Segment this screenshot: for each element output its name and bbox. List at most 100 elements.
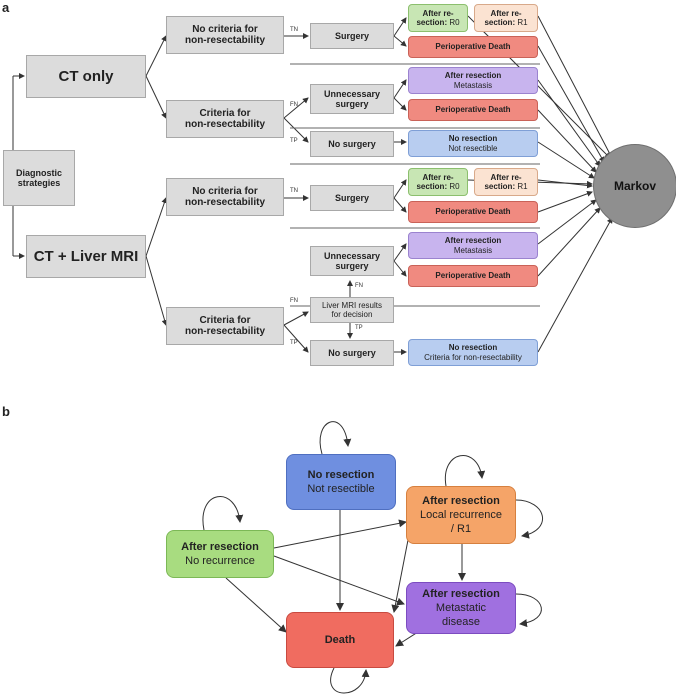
state-death-title: Death [324,633,356,646]
markov-node: Markov [593,144,676,228]
markov-label: Markov [613,179,657,193]
criteria-line1: Criteria for [199,107,251,119]
after-r0-line1: After re- [422,8,454,18]
tag-tn-2: TN [290,188,298,194]
state-no-recurrence: After resection No recurrence [166,530,274,578]
surgery-box-1: Surgery [310,23,394,49]
unnecessary-line2: surgery [335,99,369,109]
tag-fn-1: FN [290,102,298,108]
after-meta-box-2: After resection Metastasis [408,232,538,259]
criteria-line2: non-resectability [184,119,266,130]
tag-tp-2: TP [290,340,298,346]
no-criteria-line1: No criteria for [192,185,258,197]
tag-tn-1: TN [290,27,298,33]
ct-mri-label: CT + Liver MRI [33,247,139,265]
after-r1-line1: After re- [490,8,522,18]
no-res-1-line1: No resection [448,134,498,144]
no-surgery-label: No surgery [328,347,376,358]
after-r0-box-2: After re- section: R0 [408,168,468,196]
no-criteria-line1: No criteria for [192,23,258,35]
unnecessary-surgery-box-2: Unnecessary surgery [310,246,394,276]
panel-b-label: b [2,404,10,419]
no-criteria-box-2: No criteria for non-resectability [166,178,284,216]
state-meta-sub2: disease [442,616,480,629]
after-r1-bold: section: [484,182,516,191]
ct-only-label: CT only [58,67,114,85]
unnecessary-line1: Unnecessary [323,250,381,261]
surgery-label: Surgery [334,30,369,41]
no-res-2-line1: No resection [448,343,498,353]
after-r1-box-2: After re- section: R1 [474,168,538,196]
after-meta-box-1: After resection Metastasis [408,67,538,94]
no-surgery-label: No surgery [328,138,376,149]
no-surgery-box-1: No surgery [310,131,394,157]
tag-tp-1: TP [290,138,298,144]
no-resection-box-1: No resection Not resectible [408,130,538,157]
no-res-1-line2: Not resectible [448,143,498,153]
tag-fn-2: FN [290,298,298,304]
periop-death-box-3: Perioperative Death [408,201,538,223]
criteria-box-2: Criteria for non-resectability [166,307,284,345]
periop-label: Perioperative Death [435,207,511,217]
surgery-box-2: Surgery [310,185,394,211]
state-no-resection: No resection Not resectible [286,454,396,510]
no-resection-box-2: No resection Criteria for non-resectabil… [408,339,538,366]
no-res-2-line2: Criteria for non-resectability [424,352,522,362]
state-local-title: After resection [422,494,500,507]
no-surgery-box-2: No surgery [310,340,394,366]
ct-mri-box: CT + Liver MRI [26,235,146,278]
after-r0-line1: After re- [422,172,454,182]
state-local-sub2: / R1 [450,523,472,536]
state-meta-sub1: Metastatic [435,601,487,614]
mri-results-box: Liver MRI results for decision [310,297,394,323]
panel-a-label: a [2,0,10,15]
periop-death-box-2: Perioperative Death [408,99,538,121]
after-meta-line2: Metastasis [453,80,493,90]
after-r0-bold: section: [416,18,448,27]
state-norec-sub: No recurrence [185,555,255,567]
state-no-resection-sub: Not resectible [307,483,375,495]
periop-death-box-1: Perioperative Death [408,36,538,58]
after-r1-rest: R1 [515,18,528,27]
periop-label: Perioperative Death [435,271,511,281]
state-metastatic: After resection Metastatic disease [406,582,516,634]
diagnostic-line1: Diagnostic [15,167,62,178]
unnecessary-line1: Unnecessary [323,88,381,99]
diagnostic-strategies-box: Diagnostic strategies [3,150,75,206]
criteria-box-1: Criteria for non-resectability [166,100,284,138]
unnecessary-surgery-box-1: Unnecessary surgery [310,84,394,114]
after-meta-line1: After resection [444,236,502,246]
no-criteria-line2: non-resectability [184,197,266,208]
state-meta-title: After resection [422,587,500,600]
after-r0-box-1: After re- section: R0 [408,4,468,32]
after-r1-box-1: After re- section: R1 [474,4,538,32]
mri-results-line2: for decision [331,310,373,319]
tag-tp-3: TP [355,325,363,331]
after-meta-line1: After resection [444,71,502,81]
mri-results-line1: Liver MRI results [321,300,382,310]
state-death: Death [286,612,394,668]
state-no-resection-title: No resection [307,468,375,481]
state-local-sub1: Local recurrence [420,508,502,521]
after-r1-line1: After re- [490,172,522,182]
surgery-label: Surgery [334,192,369,203]
state-norec-title: After resection [181,540,259,553]
criteria-line1: Criteria for [199,314,251,326]
after-meta-line2: Metastasis [453,245,493,255]
no-criteria-box-1: No criteria for non-resectability [166,16,284,54]
tag-fn-3: FN [355,283,363,289]
after-r0-rest: R0 [447,182,460,191]
unnecessary-line2: surgery [335,261,369,271]
after-r1-rest: R1 [515,182,528,191]
after-r0-bold: section: [416,182,448,191]
no-criteria-line2: non-resectability [184,35,266,46]
ct-only-box: CT only [26,55,146,98]
after-r0-rest: R0 [447,18,460,27]
periop-label: Perioperative Death [435,105,511,115]
diagnostic-line2: strategies [17,178,61,188]
criteria-line2: non-resectability [184,326,266,337]
periop-death-box-4: Perioperative Death [408,265,538,287]
after-r1-bold: section: [484,18,516,27]
periop-label: Perioperative Death [435,42,511,52]
state-local-recurrence: After resection Local recurrence / R1 [406,486,516,544]
